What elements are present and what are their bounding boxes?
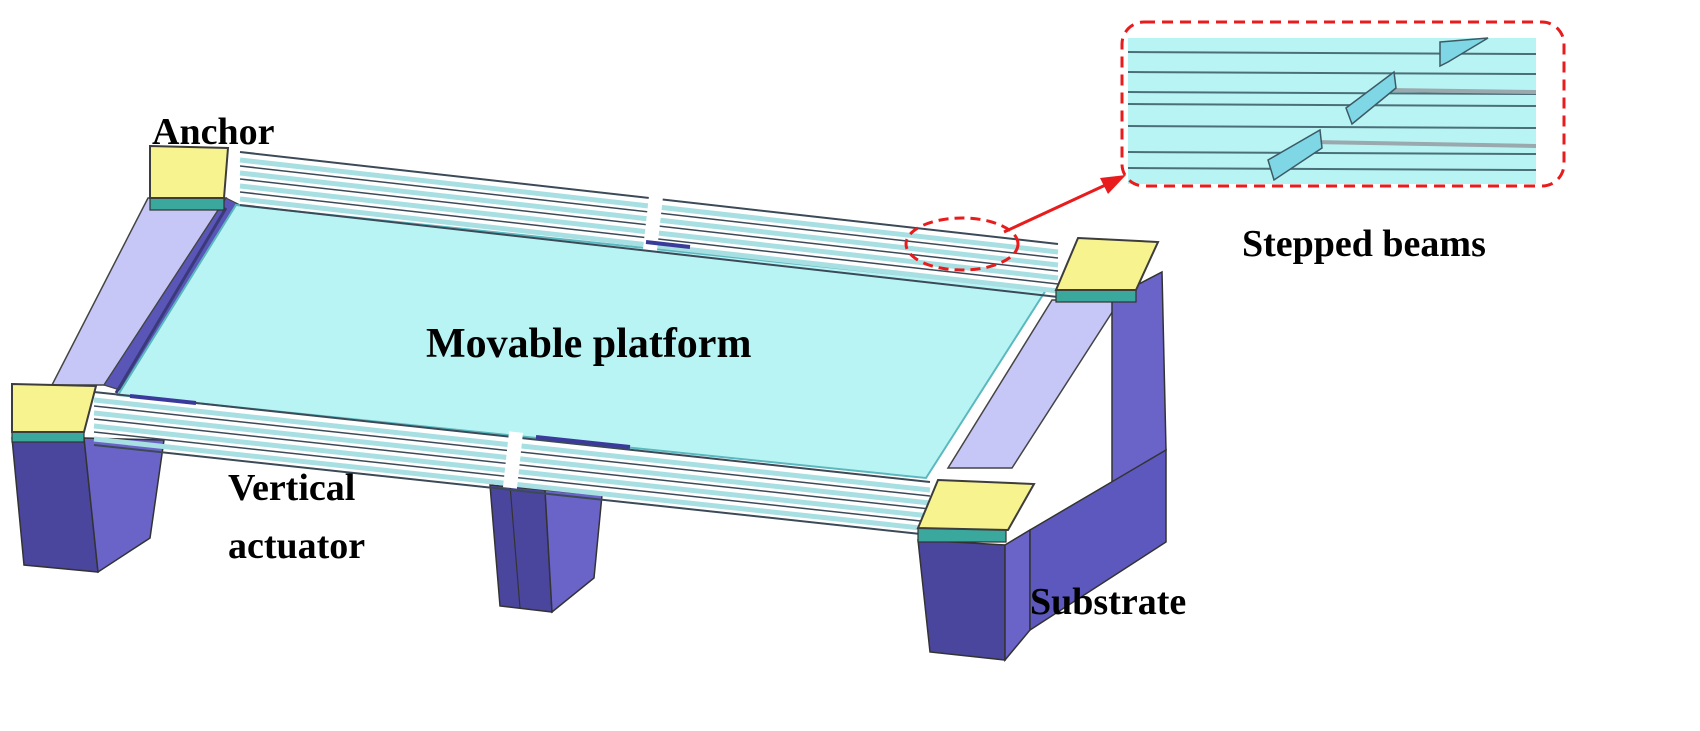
label-movable-platform: Movable platform <box>426 321 751 367</box>
anchor-top-right-layer <box>1055 289 1137 303</box>
step-block-2 <box>1345 70 1397 126</box>
substrate-back-right-front <box>1111 270 1167 487</box>
anchor-top-left <box>149 144 230 199</box>
inset-border <box>1120 20 1566 188</box>
substrate-back-right-lower <box>1029 448 1167 632</box>
label-vertical-actuator-line1: Vertical <box>228 467 355 509</box>
inset-background <box>1128 38 1536 184</box>
anchor-front-right <box>916 478 1036 532</box>
stepped-beams-marker <box>904 216 1020 272</box>
substrate-middle-side <box>544 489 603 614</box>
stepped-beams-inset <box>1120 20 1566 188</box>
anchors <box>11 144 1160 543</box>
step-block-3 <box>1267 128 1323 182</box>
substrate-front-left-front <box>11 437 99 573</box>
step-block-1 <box>1439 37 1489 68</box>
bottom-beams <box>93 391 931 536</box>
top-beams <box>239 151 1059 298</box>
anchor-top-left-layer <box>149 197 225 211</box>
anchor-top-right <box>1054 236 1160 291</box>
label-substrate: Substrate <box>1030 581 1186 623</box>
label-stepped-beams: Stepped beams <box>1242 223 1486 265</box>
callout-arrow-head <box>1100 175 1126 194</box>
substrate-front-right-side <box>1004 528 1031 663</box>
substrate-front-left-side <box>83 437 165 574</box>
substrate-front-right-front <box>917 539 1006 661</box>
substrate-group <box>11 197 1167 663</box>
platform-shadow-edge <box>114 207 228 394</box>
label-vertical-actuator-line2: actuator <box>228 525 365 567</box>
callout-arrow-line <box>1003 180 1113 234</box>
anchor-front-left <box>11 382 98 433</box>
label-anchor: Anchor <box>152 111 275 153</box>
top-beam-gap <box>643 195 663 251</box>
substrate-middle-edge <box>509 484 521 609</box>
bottom-beam-gap <box>503 431 523 489</box>
substrate-middle-front <box>489 484 553 613</box>
